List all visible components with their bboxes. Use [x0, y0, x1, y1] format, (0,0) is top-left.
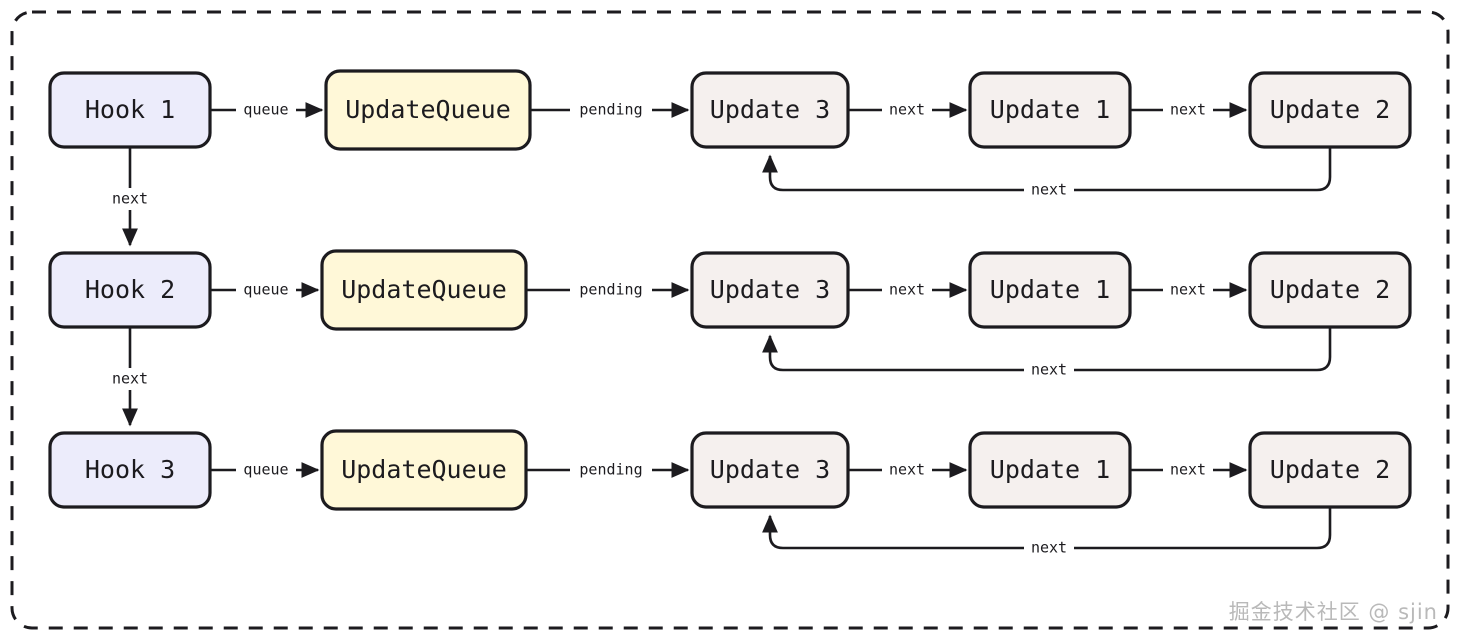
edge-label-bg — [1024, 179, 1074, 201]
node-updatequeue-1[interactable]: UpdateQueue — [324, 69, 532, 151]
edge-label-next-row3-a: next — [889, 461, 925, 479]
edge-label-next-row1-a: next — [889, 101, 925, 119]
edge-label-bg — [236, 459, 296, 481]
edge-label-next-row3-b: next — [1170, 461, 1206, 479]
edge-label-bg — [1163, 99, 1213, 121]
edge-label-loopback-row3: next — [1031, 539, 1067, 557]
update-1-row1-label: Update 1 — [990, 95, 1110, 124]
node-update-3-row2[interactable]: Update 3 — [690, 251, 850, 329]
node-update-1-row3[interactable]: Update 1 — [968, 431, 1132, 509]
edge-label-bg — [1163, 459, 1213, 481]
update-3-row3-label: Update 3 — [710, 455, 830, 484]
update-2-row3-label: Update 2 — [1270, 455, 1390, 484]
updatequeue-1-label: UpdateQueue — [345, 95, 511, 124]
row-3: Hook 3 queue UpdateQueue pending Update … — [48, 429, 1412, 559]
node-update-1-row1[interactable]: Update 1 — [968, 71, 1132, 149]
edge-label-next-row2-a: next — [889, 281, 925, 299]
diagram-frame — [10, 10, 1450, 630]
edge-label-bg — [236, 99, 296, 121]
update-3-row2-label: Update 3 — [710, 275, 830, 304]
edge-label-pending-1: pending — [579, 101, 642, 119]
node-hook-2[interactable]: Hook 2 — [48, 251, 212, 329]
edge-label-bg — [1024, 537, 1074, 559]
edge-label-loopback-row1: next — [1031, 181, 1067, 199]
edge-label-hook-next-1: next — [112, 190, 148, 208]
node-updatequeue-3[interactable]: UpdateQueue — [320, 429, 528, 511]
edge-label-bg — [882, 459, 932, 481]
edge-label-next-row1-b: next — [1170, 101, 1206, 119]
edge-label-pending-2: pending — [579, 281, 642, 299]
node-hook-3[interactable]: Hook 3 — [48, 431, 212, 509]
edge-label-bg — [236, 279, 296, 301]
update-2-row2-label: Update 2 — [1270, 275, 1390, 304]
update-1-row2-label: Update 1 — [990, 275, 1110, 304]
node-update-2-row3[interactable]: Update 2 — [1248, 431, 1412, 509]
edge-label-bg — [570, 99, 652, 121]
edge-label-bg — [570, 459, 652, 481]
node-update-1-row2[interactable]: Update 1 — [968, 251, 1132, 329]
edge-label-loopback-row2: next — [1031, 361, 1067, 379]
edge-label-queue-2: queue — [243, 281, 288, 299]
node-updatequeue-2[interactable]: UpdateQueue — [320, 249, 528, 331]
node-hook-1[interactable]: Hook 1 — [48, 71, 212, 149]
row-1: Hook 1 queue UpdateQueue pending Update … — [48, 69, 1412, 247]
updatequeue-3-label: UpdateQueue — [341, 455, 507, 484]
update-2-row1-label: Update 2 — [1270, 95, 1390, 124]
watermark: 掘金技术社区 @ sjin — [1228, 600, 1438, 624]
edge-label-bg — [882, 99, 932, 121]
edge-label-bg — [105, 368, 155, 390]
updatequeue-2-label: UpdateQueue — [341, 275, 507, 304]
edge-label-bg — [105, 188, 155, 210]
update-1-row3-label: Update 1 — [990, 455, 1110, 484]
hook-2-label: Hook 2 — [85, 275, 175, 304]
node-update-3-row3[interactable]: Update 3 — [690, 431, 850, 509]
edge-label-next-row2-b: next — [1170, 281, 1206, 299]
edge-label-queue-3: queue — [243, 461, 288, 479]
node-update-2-row1[interactable]: Update 2 — [1248, 71, 1412, 149]
edge-label-hook-next-2: next — [112, 370, 148, 388]
node-update-3-row1[interactable]: Update 3 — [690, 71, 850, 149]
edge-label-bg — [1024, 359, 1074, 381]
edge-label-bg — [882, 279, 932, 301]
edge-label-queue-1: queue — [243, 101, 288, 119]
update-3-row1-label: Update 3 — [710, 95, 830, 124]
edge-label-bg — [1163, 279, 1213, 301]
hook-1-label: Hook 1 — [85, 95, 175, 124]
node-update-2-row2[interactable]: Update 2 — [1248, 251, 1412, 329]
edge-label-bg — [570, 279, 652, 301]
hook-3-label: Hook 3 — [85, 455, 175, 484]
row-2: Hook 2 queue UpdateQueue pending Update … — [48, 249, 1412, 427]
edge-label-pending-3: pending — [579, 461, 642, 479]
